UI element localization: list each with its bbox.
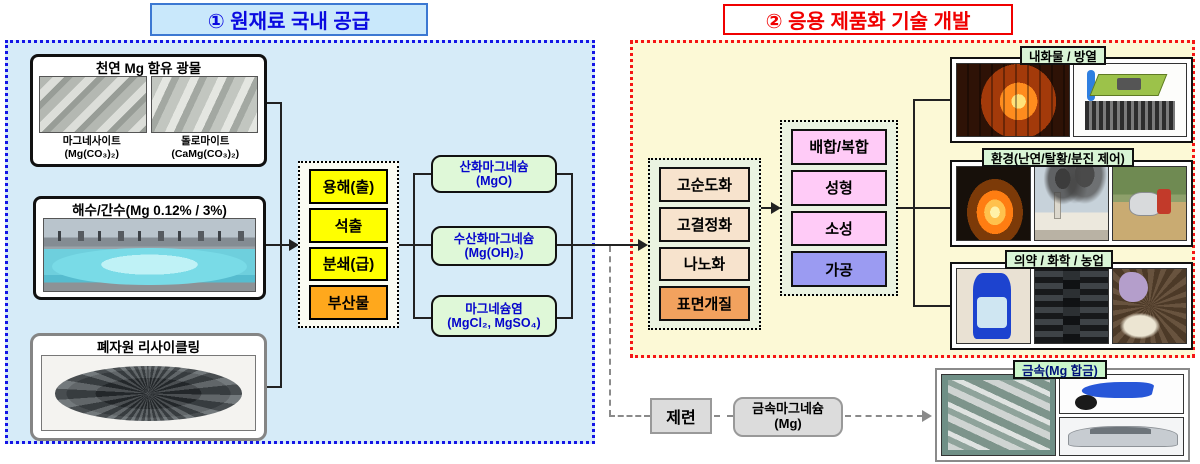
form-box-processing: 가공 (791, 251, 887, 287)
form-box-compounding: 배합/복합 (791, 129, 887, 165)
dolomite-name: 돌로마이트 (181, 135, 230, 147)
connector-out-bracket (571, 173, 573, 319)
medicine-chemistry-label: 의약 / 화학 / 농업 (1005, 250, 1113, 269)
connector-to-medicine (913, 305, 950, 307)
mg-alloy-label: 금속(Mg 합금) (1013, 360, 1107, 379)
connector-mgoh2-out (557, 244, 573, 246)
flame-photo (956, 166, 1031, 241)
seawater-box: 해수/간수(Mg 0.12% / 3%) (33, 196, 266, 300)
connector-to-mgo (413, 173, 431, 175)
dashed-metal-alloy (845, 415, 923, 417)
refine-box-crystallization: 고결정화 (659, 206, 750, 242)
tire-photo (1034, 268, 1109, 344)
arrowhead-process (289, 239, 299, 251)
medicine-chemistry-image-box (950, 262, 1193, 350)
machined-metal-photo (941, 374, 1057, 456)
smokestack-photo (1034, 166, 1109, 241)
product-box-mg-salt: 마그네슘염 (MgCl₂, MgSO₄) (431, 295, 557, 337)
environment-label: 환경(난연/탈황/분진 제어) (982, 148, 1134, 167)
natural-mineral-box: 천연 Mg 함유 광물 마그네사이트 (Mg(CO₃)₂) 돌로마이트 (CaM… (30, 54, 267, 167)
mgoh2-formula: (Mg(OH)₂) (464, 246, 524, 260)
car-photo (1059, 416, 1184, 456)
medicine-bottle-photo (956, 268, 1031, 344)
connector-natural (267, 102, 282, 104)
connector-to-process (266, 244, 290, 246)
arrowhead-alloy (922, 410, 932, 422)
arrowhead-forming (771, 202, 781, 214)
process-box-dissolution: 용해(출) (309, 169, 388, 204)
mg-salt-name: 마그네슘염 (465, 301, 523, 316)
supply-section-title: ① 원재료 국내 공급 (150, 3, 428, 36)
refractory-image-box (950, 57, 1193, 143)
refine-box-surface-mod: 표면개질 (659, 286, 750, 321)
connector-refine-form (761, 207, 773, 209)
scrap-pile (54, 366, 243, 422)
refine-box-nano: 나노화 (659, 246, 750, 282)
dolomite-photo (150, 76, 258, 133)
mgo-name: 산화마그네슘 (459, 159, 529, 174)
connector-salt-out (557, 317, 573, 319)
connector-product-bracket (413, 173, 415, 319)
recycling-box: 폐자원 리사이클링 (30, 333, 267, 441)
industrial-skyline (44, 230, 255, 241)
seawater-title: 해수/간수(Mg 0.12% / 3%) (72, 202, 227, 218)
dolomite-formula: (CaMg(CO₃)₂) (171, 147, 240, 160)
mgoh2-name: 수산화마그네슘 (453, 231, 535, 246)
process-box-precipitation: 석출 (309, 207, 388, 243)
arrowhead-refinement (638, 239, 648, 251)
dust-control-truck-photo (1112, 166, 1187, 241)
connector-app-bracket (913, 99, 915, 307)
environment-image-box (950, 160, 1193, 247)
refinement-group: 고순도화 고결정화 나노화 표면개질 (648, 158, 761, 330)
recycling-photo (41, 355, 256, 431)
recycling-title: 폐자원 리사이클링 (96, 339, 201, 355)
connector-to-refinement (571, 244, 639, 246)
connector-to-mgoh2 (413, 244, 431, 246)
dolomite-caption: 돌로마이트 (CaMg(CO₃)₂) (149, 135, 263, 160)
refine-box-purification: 고순도화 (659, 167, 750, 202)
agriculture-soil-photo (1112, 268, 1187, 344)
product-box-mgoh2: 수산화마그네슘 (Mg(OH)₂) (431, 226, 557, 266)
mgo-formula: (MgO) (475, 174, 513, 188)
form-box-sintering: 소성 (791, 210, 887, 247)
metal-magnesium-box: 금속마그네슘 (Mg) (733, 397, 843, 437)
forming-group: 배합/복합 성형 소성 가공 (780, 120, 898, 296)
magnesite-photo (39, 76, 147, 133)
connector-mgo-out (557, 173, 573, 175)
connector-recycling (267, 386, 282, 388)
metal-mg-name: 금속마그네슘 (752, 401, 824, 417)
product-box-mgo: 산화마그네슘 (MgO) (431, 155, 557, 193)
connector-form-out (898, 207, 915, 209)
magnesite-name: 마그네사이트 (62, 135, 121, 147)
heatsink-fins (1085, 101, 1175, 131)
connector-to-environment (913, 207, 950, 209)
heat-arrow (1087, 69, 1096, 102)
motorcycle-photo (1059, 374, 1184, 414)
dashed-to-smelting (609, 415, 650, 417)
process-box-byproduct: 부산물 (309, 285, 388, 320)
furnace-photo (956, 63, 1070, 137)
natural-mineral-title: 천연 Mg 함유 광물 (95, 60, 202, 76)
smelting-box: 제련 (650, 398, 712, 434)
led-chip (1116, 78, 1142, 90)
mg-alloy-image-box (935, 368, 1190, 462)
process-group: 용해(출) 석출 분쇄(급) 부산물 (298, 161, 399, 328)
connector-process-out (399, 244, 414, 246)
refractory-label: 내화물 / 방열 (1020, 46, 1106, 65)
dashed-smelting-metal (714, 415, 733, 417)
form-box-molding: 성형 (791, 169, 887, 206)
connector-to-refractory (913, 99, 950, 101)
application-section-title: ② 응용 제품화 기술 개발 (723, 4, 1013, 35)
mg-salt-formula: (MgCl₂, MgSO₄) (447, 316, 541, 330)
brine-pool (52, 247, 247, 286)
heatsink-diagram-photo (1073, 63, 1187, 137)
metal-mg-formula: (Mg) (774, 416, 802, 431)
connector-to-salt (413, 317, 431, 319)
dashed-branch-down (609, 246, 611, 416)
magnesite-caption: 마그네사이트 (Mg(CO₃)₂) (35, 135, 149, 160)
process-box-crushing: 분쇄(급) (309, 246, 388, 282)
magnesite-formula: (Mg(CO₃)₂) (64, 147, 119, 160)
seawater-photo (43, 218, 256, 292)
